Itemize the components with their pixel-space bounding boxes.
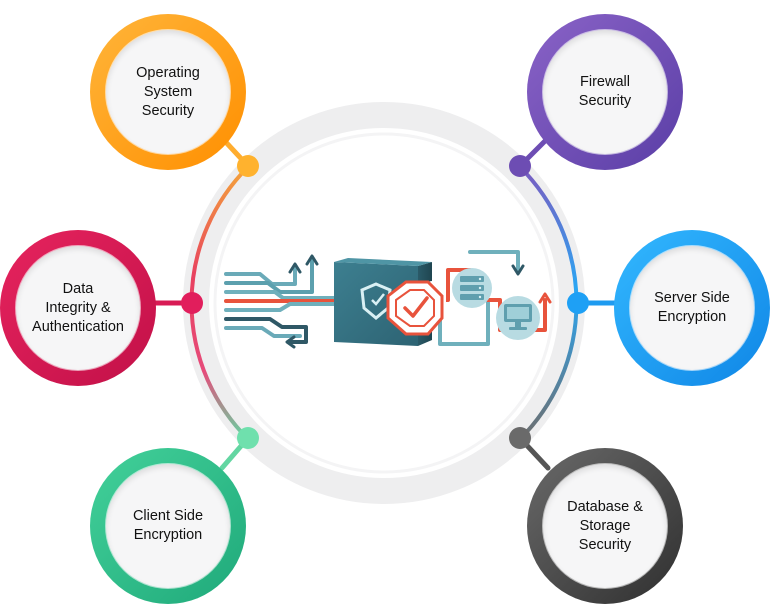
connector-dot-db xyxy=(509,427,531,449)
network-illustration xyxy=(224,250,552,349)
connectors xyxy=(152,135,617,471)
node-data-integrity-authentication: Data Integrity & Authentication xyxy=(0,230,156,386)
node-firewall-security: Firewall Security xyxy=(527,14,683,170)
node-label: Database & Storage Security xyxy=(567,498,643,553)
node-label: Server Side Encryption xyxy=(654,290,730,325)
monitor-icon xyxy=(496,296,540,340)
node-label: Operating System Security xyxy=(136,64,200,119)
shield-check-icon xyxy=(386,280,446,336)
server-icon xyxy=(452,268,492,308)
node-server-side-encryption: Server Side Encryption xyxy=(614,230,770,386)
node-database-storage-security: Database & Storage Security xyxy=(527,448,683,604)
connector-dot-ss xyxy=(567,292,589,314)
node-label: Firewall Security xyxy=(578,74,632,109)
connector-dot-cs xyxy=(237,427,259,449)
node-label: Client Side Encryption xyxy=(132,508,204,543)
node-label: Data Integrity & Authentication xyxy=(32,280,124,335)
node-client-side-encryption: Client Side Encryption xyxy=(90,448,246,604)
node-operating-system-security: Operating System Security xyxy=(90,14,246,170)
connector-dot-os xyxy=(237,155,259,177)
connector-dot-di xyxy=(181,292,203,314)
connector-dot-fw xyxy=(509,155,531,177)
